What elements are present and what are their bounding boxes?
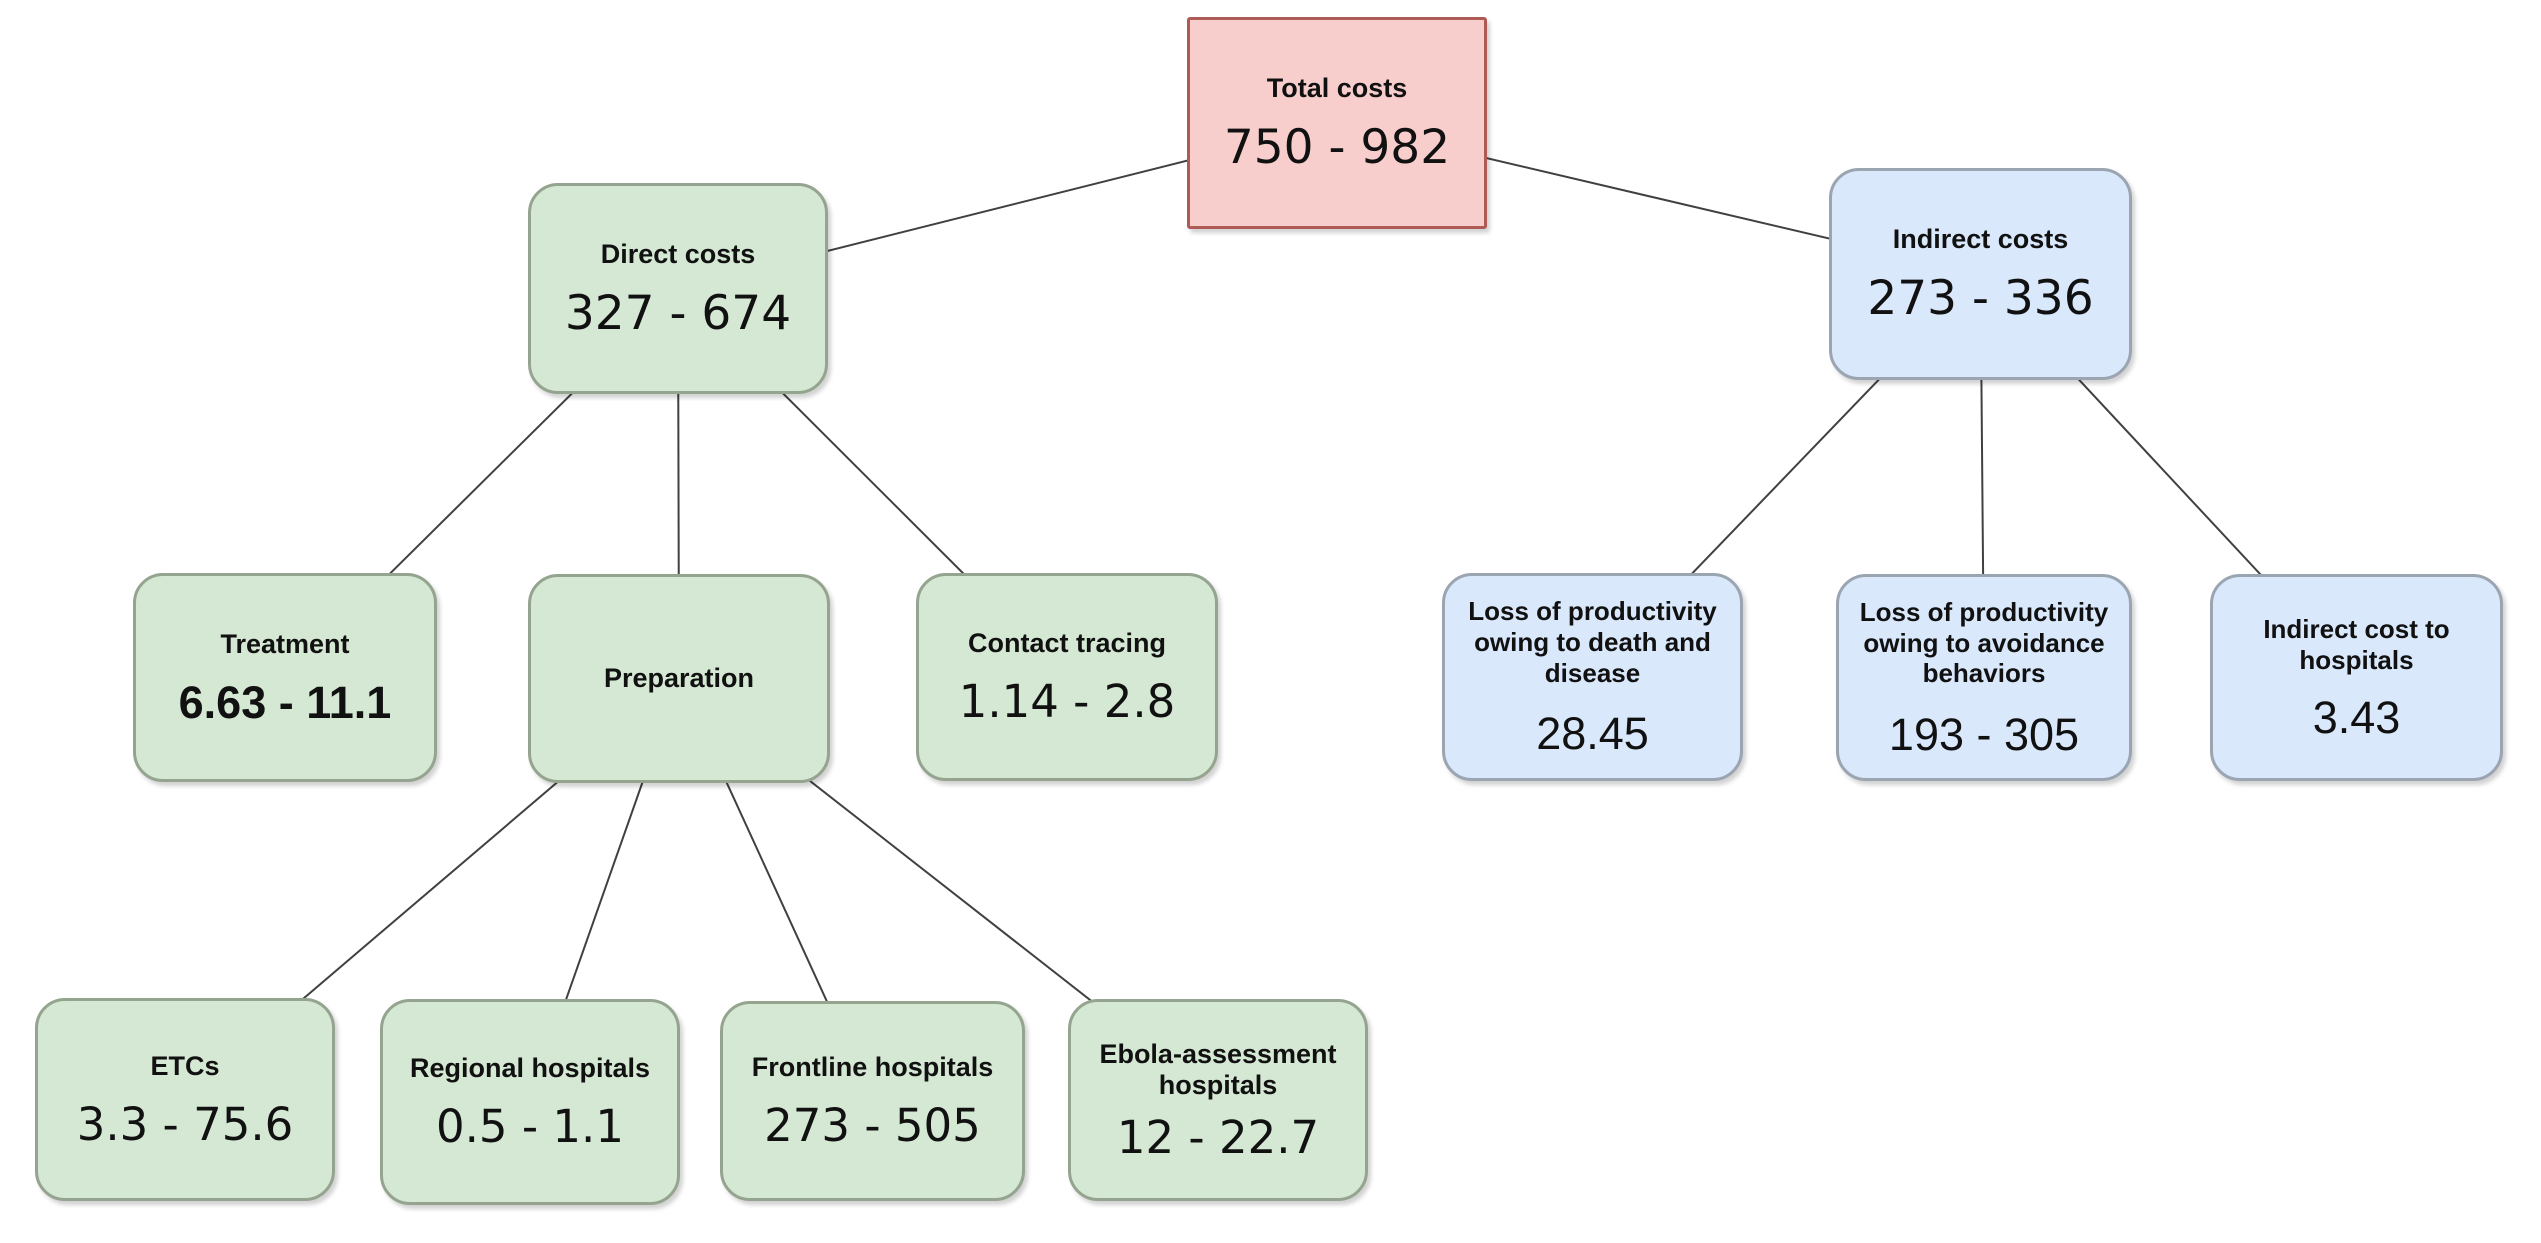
node-value: 193 - 305	[1888, 708, 2080, 760]
node-value: 750 - 982	[1223, 120, 1451, 176]
node-frontline-hospitals: Frontline hospitals 273 - 505	[720, 1001, 1025, 1201]
node-value: 3.43	[2312, 691, 2401, 743]
node-label: ETCs	[150, 1050, 220, 1081]
node-label: Treatment	[220, 628, 350, 659]
node-loss-productivity-death-disease: Loss of productivity owing to death and …	[1442, 573, 1743, 781]
node-value: 3.3 - 75.6	[76, 1097, 294, 1151]
node-ebola-assessment-hospitals: Ebola-assessment hospitals 12 - 22.7	[1068, 999, 1368, 1201]
node-treatment: Treatment 6.63 - 11.1	[133, 573, 437, 782]
node-label: Direct costs	[600, 238, 756, 269]
node-label: Indirect costs	[1892, 224, 2069, 255]
node-regional-hospitals: Regional hospitals 0.5 - 1.1	[380, 999, 680, 1205]
node-value: 12 - 22.7	[1116, 1111, 1320, 1165]
node-value: 327 - 674	[564, 285, 792, 341]
node-contact-tracing: Contact tracing 1.14 - 2.8	[916, 573, 1218, 781]
node-preparation: Preparation	[528, 574, 830, 783]
node-etcs: ETCs 3.3 - 75.6	[35, 998, 335, 1201]
node-value: 1.14 - 2.8	[958, 675, 1176, 729]
node-label: Ebola-assessment hospitals	[1099, 1038, 1337, 1101]
node-label: Contact tracing	[967, 628, 1167, 659]
node-label: Regional hospitals	[409, 1053, 651, 1084]
node-label: Frontline hospitals	[751, 1052, 994, 1083]
node-value: 6.63 - 11.1	[178, 676, 392, 728]
node-indirect-cost-hospitals: Indirect cost to hospitals 3.43	[2210, 574, 2503, 781]
node-label: Loss of productivity owing to death and …	[1468, 596, 1717, 688]
node-label: Loss of productivity owing to avoidance …	[1859, 596, 2109, 689]
node-label: Indirect cost to hospitals	[2263, 614, 2450, 675]
node-total-costs: Total costs 750 - 982	[1187, 17, 1487, 229]
node-direct-costs: Direct costs 327 - 674	[528, 183, 828, 394]
node-value: 28.45	[1536, 708, 1649, 760]
node-label: Total costs	[1266, 73, 1408, 104]
node-value: 273 - 336	[1867, 271, 2094, 327]
node-loss-productivity-avoidance: Loss of productivity owing to avoidance …	[1836, 574, 2132, 781]
node-value: 273 - 505	[764, 1099, 981, 1153]
node-value: 0.5 - 1.1	[436, 1100, 624, 1154]
node-label: Preparation	[603, 662, 755, 693]
node-indirect-costs: Indirect costs 273 - 336	[1829, 168, 2132, 380]
